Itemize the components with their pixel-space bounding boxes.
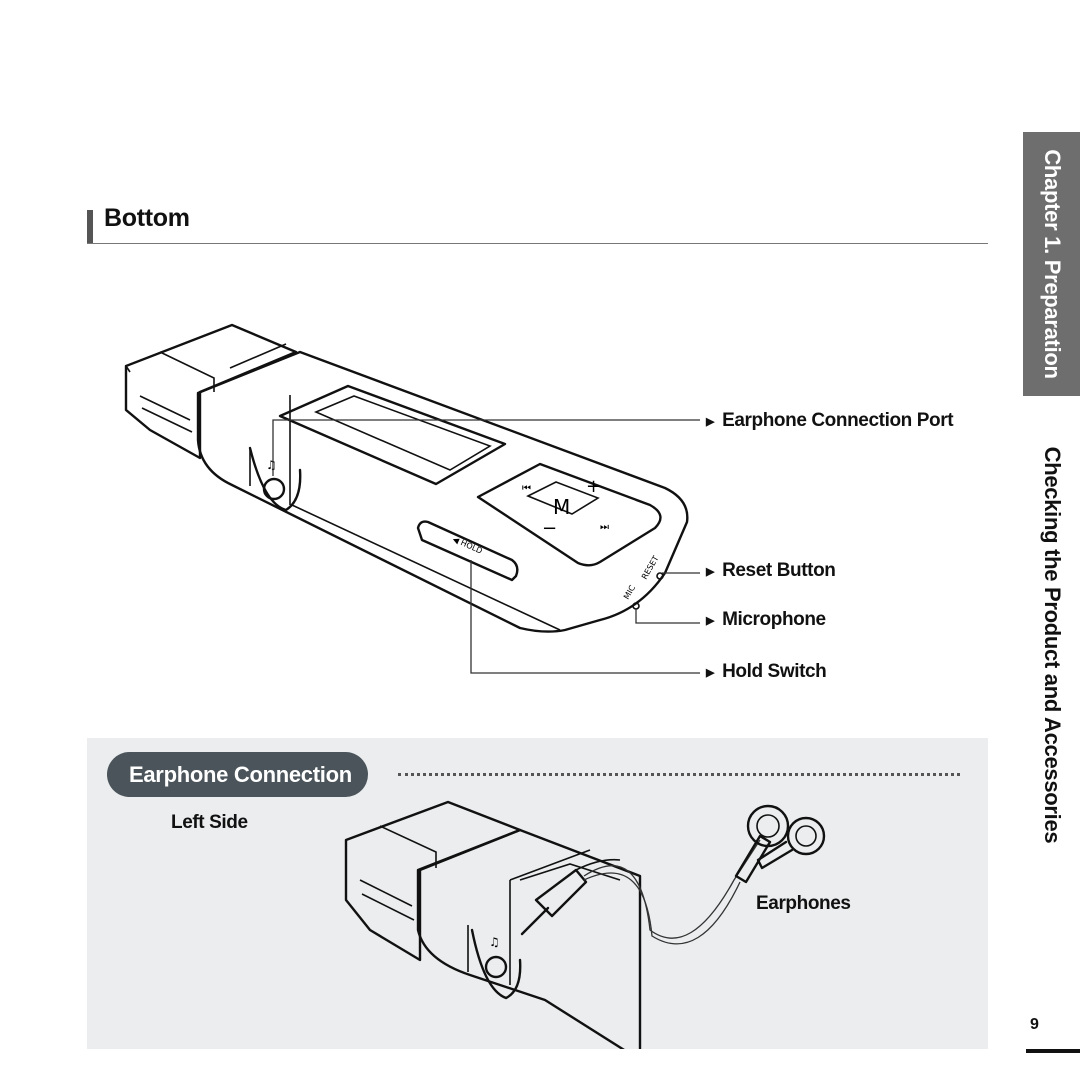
callout-reset-label: Reset Button [722,560,836,581]
m-button-label: M [553,495,570,519]
left-side-label: Left Side [171,812,248,833]
device-body [196,350,689,633]
control-pad: M + − ⏮ ⏭ [476,462,662,567]
arrow-icon: ▶ [706,415,715,428]
leader-mic [635,608,700,624]
callout-hold-switch: ▶ Hold Switch [706,661,827,683]
section-title: Bottom [104,204,190,232]
topic-tab: Checking the Product and Accessories [1023,400,1080,890]
callout-microphone: ▶ Microphone [706,609,826,631]
callout-hold-label: Hold Switch [722,661,827,682]
callout-reset-button: ▶ Reset Button [706,560,836,582]
device-left-side: ♫ [344,800,642,1049]
arrow-icon: ▶ [706,565,715,578]
heading-accent-bar [87,210,93,244]
earphone-connection-title: Earphone Connection [107,752,368,797]
earphone-jack: ♫ [248,446,302,512]
leader-hold [470,560,700,674]
headphone-icon: ♫ [489,935,500,949]
topic-tab-label: Checking the Product and Accessories [1039,446,1065,844]
leader-earphone-port [272,419,700,476]
earphones-cable [583,834,772,945]
earphones-label: Earphones [756,893,851,914]
plus-label: + [586,476,601,497]
arrow-icon: ▶ [706,666,715,679]
earbud-left [746,804,790,848]
earphone-plug [520,858,621,936]
heading-divider [87,243,988,244]
dotted-divider [398,773,960,776]
page-number-rule [1026,1049,1080,1053]
minus-label: − [542,518,557,539]
chapter-tab: Chapter 1. Preparation [1023,132,1080,396]
device-display [278,384,507,486]
next-icon: ⏭ [600,522,609,533]
earbud-right [756,816,826,870]
headphone-icon: ♫ [266,458,277,472]
callout-microphone-label: Microphone [722,609,826,630]
page-number: 9 [1030,1016,1039,1033]
arrow-icon: ▶ [706,614,715,627]
callout-earphone-port: ▶ Earphone Connection Port [706,410,954,432]
callout-earphone-port-label: Earphone Connection Port [722,410,954,431]
chapter-tab-label: Chapter 1. Preparation [1039,149,1065,379]
prev-icon: ⏮ [522,483,531,494]
